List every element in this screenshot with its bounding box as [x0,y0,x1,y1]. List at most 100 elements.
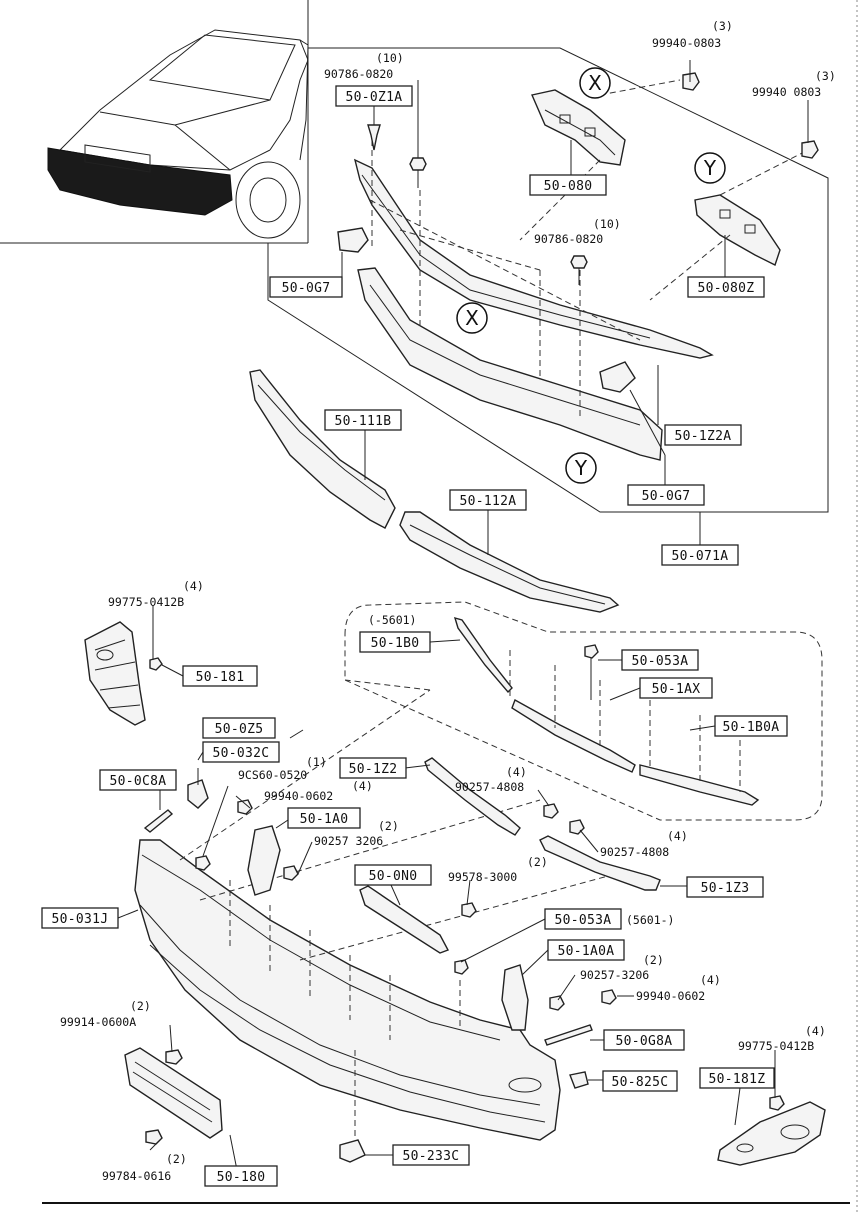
svg-text:50-071A: 50-071A [672,549,729,564]
bracket-0g7-left [337,227,369,253]
qty-99775-0412b-b: (4) [805,1024,826,1038]
clip-99578-3000 [461,902,477,918]
serial-note-after: (5601-) [626,913,674,927]
svg-text:50-0N0: 50-0N0 [369,869,418,884]
svg-text:50-080: 50-080 [544,179,593,194]
svg-text:50-1Z2A: 50-1Z2A [675,429,732,444]
label-box-50080: 50-080 [529,174,607,196]
label-box-50181z: 50-181Z [699,1067,775,1089]
part-number-99940-0803-b: 99940 0803 [752,85,821,99]
label-box-50233c: 50-233C [392,1144,470,1166]
svg-text:Y: Y [703,156,717,180]
bumper-reinforcement-upper [353,158,714,359]
qty-99578-3000: (2) [527,855,548,869]
qty-90257-4808-a: (4) [506,765,527,779]
callout-x-mid: X [456,302,488,334]
molding-1ax [511,698,636,773]
qty-90786-0820-a: (10) [376,51,404,65]
qty-99940-0602-b: (4) [700,973,721,987]
label-box-501ax: 50-1AX [639,677,713,699]
part-number-99940-0602-a: 99940-0602 [264,789,333,803]
assembly-boundary [267,47,829,513]
label-box-501z2a: 50-1Z2A [664,424,742,446]
callout-x-top: X [579,67,611,99]
qty-90257-3206-a: (2) [378,819,399,833]
part-number-90257-3206-b: 90257-3206 [580,968,649,982]
svg-text:50-1A0A: 50-1A0A [558,944,615,959]
svg-text:50-0G7: 50-0G7 [642,489,691,504]
stay-1z3 [539,835,661,891]
clip-0z1a [367,124,381,151]
label-box-50111b: 50-111B [324,409,402,431]
energy-absorber-111b [249,369,396,529]
part-number-90257-4808-a: 90257-4808 [455,780,524,794]
screw-99775-a [149,657,163,671]
fastener-0z5 [187,779,209,809]
svg-text:50-1A0: 50-1A0 [300,812,349,827]
label-box-50031j: 50-031J [41,907,119,929]
part-number-99578-3000: 99578-3000 [448,870,517,884]
svg-text:50-1AX: 50-1AX [652,682,701,697]
part-number-99940-0602-b: 99940-0602 [636,989,705,1003]
bracket-1a0a [501,964,529,1031]
nut-99940-0803-b [801,140,819,159]
svg-text:50-180: 50-180 [217,1170,266,1185]
label-box-50032c: 50-032C [202,741,280,763]
qty-9cs60-0520: (1) [306,755,327,769]
label-box-500z1a: 50-0Z1A [335,85,413,107]
part-number-90786-0820-b: 90786-0820 [534,232,603,246]
strip-0c8a [143,809,174,833]
side-bracket-181z [717,1101,826,1166]
bracket-0n0 [359,885,449,954]
label-box-50053a-lower: 50-053A [544,908,622,930]
bolt-90786-left [409,157,427,188]
serial-note-before: (-5601) [368,613,416,627]
molding-1b0 [453,616,513,694]
bracket-y [694,194,781,266]
svg-text:50-0G8A: 50-0G8A [616,1034,673,1049]
part-number-99775-0412b-b: 99775-0412B [738,1039,814,1053]
bumper-cover [134,839,561,1141]
svg-text:50-032C: 50-032C [213,746,270,761]
clip-9cs60-0520 [195,855,211,871]
label-box-501z3: 50-1Z3 [686,876,764,898]
label-box-501a0: 50-1A0 [287,807,361,829]
qty-99940-0602-a: (4) [352,779,373,793]
svg-text:X: X [588,71,602,95]
vehicle-locator-illustration [0,0,309,244]
qty-90257-3206-b: (2) [643,953,664,967]
svg-text:50-0Z5: 50-0Z5 [215,722,264,737]
label-box-501a0a: 50-1A0A [547,939,625,961]
screw-99784-0616 [145,1129,163,1145]
svg-text:Y: Y [574,456,588,480]
label-box-501b0: 50-1B0 [359,631,431,653]
nut-99914-0600a [165,1049,183,1065]
svg-text:50-053A: 50-053A [555,913,612,928]
screw-90257-4808-a [543,803,559,819]
qty-99940-0803-b: (3) [815,69,836,83]
svg-text:X: X [465,306,479,330]
svg-text:50-181Z: 50-181Z [709,1072,766,1087]
svg-text:50-111B: 50-111B [335,414,392,429]
qty-90786-0820-b: (10) [593,217,621,231]
part-number-99784-0616: 99784-0616 [102,1169,171,1183]
svg-text:50-0Z1A: 50-0Z1A [346,90,403,105]
serial-grouping-outline [344,601,823,821]
label-box-500g8a: 50-0G8A [603,1029,685,1051]
svg-text:50-053A: 50-053A [632,654,689,669]
svg-text:50-1B0A: 50-1B0A [723,720,780,735]
svg-text:50-181: 50-181 [196,670,245,685]
label-box-50112a: 50-112A [449,489,527,511]
svg-text:50-233C: 50-233C [403,1149,460,1164]
qty-99940-0803-a: (3) [712,19,733,33]
svg-text:50-0C8A: 50-0C8A [110,774,167,789]
svg-text:50-0G7: 50-0G7 [282,281,331,296]
label-box-501z2: 50-1Z2 [339,757,407,779]
strip-0g8a [544,1024,593,1046]
clip-233c [339,1139,366,1163]
svg-text:50-031J: 50-031J [52,912,109,927]
bracket-1a0 [247,825,281,896]
part-number-9cs60-0520: 9CS60-0520 [238,768,307,782]
svg-text:50-080Z: 50-080Z [698,281,755,296]
